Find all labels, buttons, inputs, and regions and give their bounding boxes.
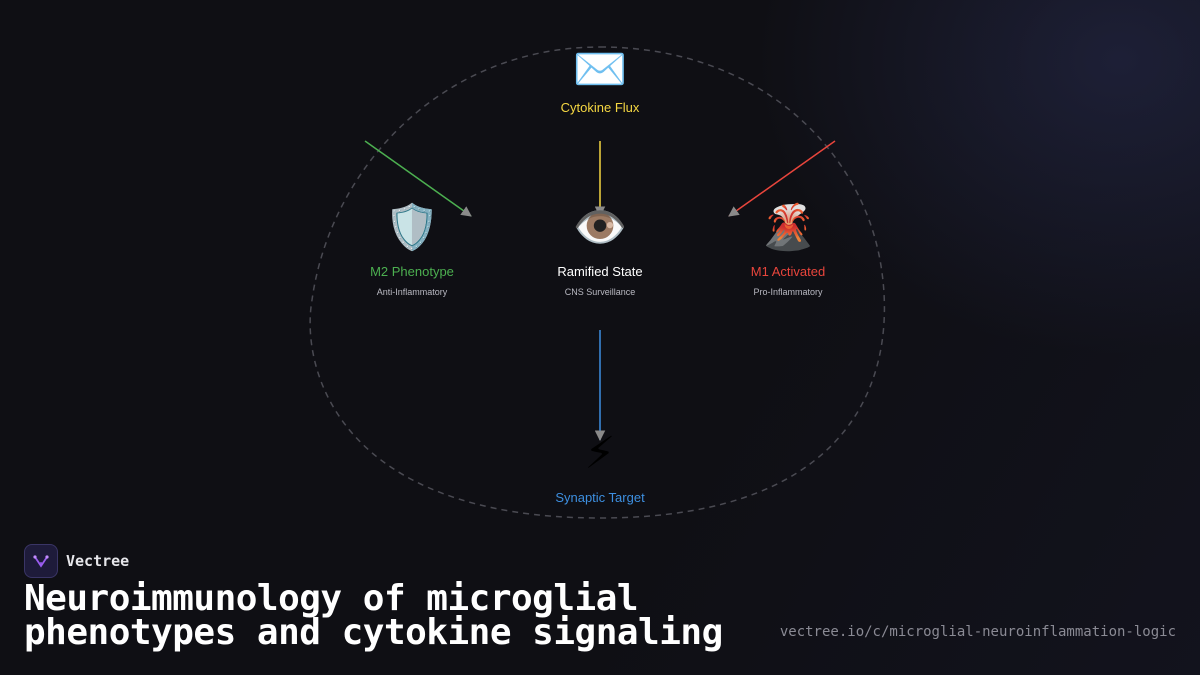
node-title: M2 Phenotype bbox=[370, 264, 454, 279]
node-title: Synaptic Target bbox=[555, 490, 645, 505]
brand-name: Vectree bbox=[66, 552, 130, 570]
node-title: M1 Activated bbox=[750, 264, 826, 279]
node-m1-activated: 🌋 M1 Activated Pro-Inflammatory bbox=[688, 202, 888, 297]
eye-icon: 👁️ bbox=[572, 202, 628, 253]
node-subtitle: Pro-Inflammatory bbox=[753, 287, 823, 297]
vectree-logo-icon bbox=[24, 544, 58, 578]
brand: Vectree bbox=[24, 544, 129, 578]
node-title: Cytokine Flux bbox=[560, 100, 640, 115]
node-title: Ramified State bbox=[557, 264, 643, 279]
node-subtitle: CNS Surveillance bbox=[564, 287, 636, 297]
node-cytokine-flux: ✉️ Cytokine Flux bbox=[500, 44, 700, 115]
shield-icon: 🛡️ bbox=[384, 202, 440, 253]
source-url[interactable]: vectree.io/c/microglial-neuroinflammatio… bbox=[779, 624, 1176, 640]
boundary-ellipse bbox=[309, 46, 886, 519]
edge-to-right bbox=[728, 140, 836, 217]
lightning-icon: ⚡ bbox=[584, 428, 616, 479]
edge-to-left bbox=[364, 140, 472, 217]
node-ramified-state: 👁️ Ramified State CNS Surveillance bbox=[500, 202, 700, 297]
envelope-icon: ✉️ bbox=[572, 44, 628, 95]
node-subtitle: Anti-Inflammatory bbox=[376, 287, 448, 297]
node-synaptic-target: ⚡ Synaptic Target bbox=[500, 428, 700, 505]
volcano-icon: 🌋 bbox=[760, 202, 816, 253]
node-m2-phenotype: 🛡️ M2 Phenotype Anti-Inflammatory bbox=[312, 202, 512, 297]
page-title: Neuroimmunology of microglial phenotypes… bbox=[24, 578, 723, 653]
